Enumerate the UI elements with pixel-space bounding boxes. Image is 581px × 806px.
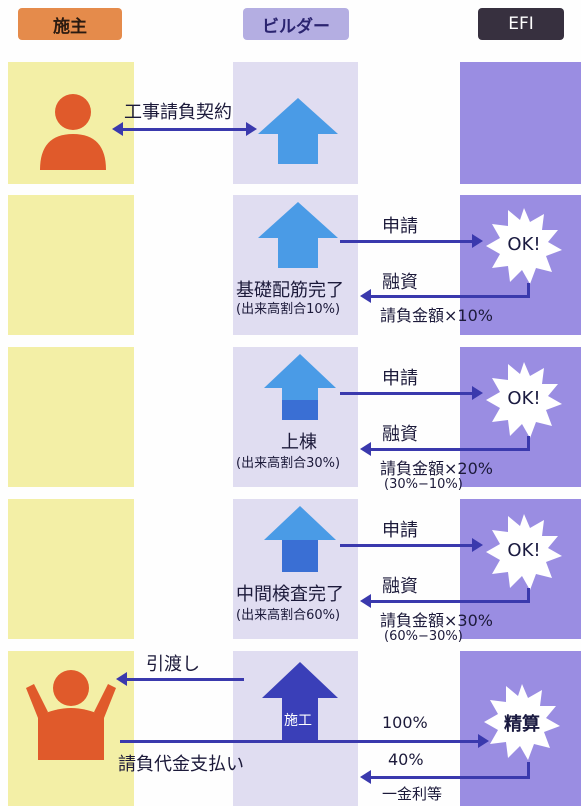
settlement-burst-icon xyxy=(484,684,560,760)
builder-up-arrow-2 xyxy=(258,202,338,268)
financing-arrow-head-3 xyxy=(360,594,371,608)
progress-label-3: (出来高割合60%) xyxy=(236,608,341,623)
ok-label-1: OK! xyxy=(507,234,541,255)
pct-40-label: 40% xyxy=(388,750,424,769)
financing-label-2: 融資 xyxy=(382,424,418,445)
diff-note-2: (30%−10%) xyxy=(384,477,463,492)
apply-arrow-line-3 xyxy=(340,544,474,547)
owner-header: 施主 xyxy=(18,8,122,40)
financing-arrow-line-2 xyxy=(370,448,530,451)
fees-label: 一金利等 xyxy=(382,785,443,803)
efi-lane-row1 xyxy=(460,62,581,184)
apply-arrow-line-1 xyxy=(340,240,474,243)
fees-arrow-head xyxy=(360,770,371,784)
apply-label-1: 申請 xyxy=(382,216,418,237)
apply-label-3: 申請 xyxy=(382,520,418,541)
owner-person-icon xyxy=(40,94,106,170)
handover-arrow-line xyxy=(126,678,244,681)
payment-label: 請負代金支払い xyxy=(118,754,244,775)
financing-arrow-head-2 xyxy=(360,442,371,456)
diff-note-3: (60%−30%) xyxy=(384,629,463,644)
fees-arrow-riser xyxy=(527,762,530,778)
owner-lane-row2 xyxy=(8,195,134,335)
financing-label-1: 融資 xyxy=(382,272,418,293)
contract-arrow-line xyxy=(120,128,248,131)
apply-arrow-line-2 xyxy=(340,392,474,395)
payment-arrow-line xyxy=(120,740,482,743)
contract-arrow-head-left xyxy=(112,122,123,136)
contract-label: 工事請負契約 xyxy=(124,102,232,123)
amount-label-3: 請負金額×30% xyxy=(380,611,493,630)
fees-arrow-line xyxy=(370,776,530,779)
financing-arrow-line-3 xyxy=(370,600,530,603)
apply-label-2: 申請 xyxy=(382,368,418,389)
financing-arrow-riser-3 xyxy=(527,588,530,602)
stage-label-2: 上棟 xyxy=(281,432,317,453)
progress-label-2: (出来高割合30%) xyxy=(236,456,341,471)
handover-label: 引渡し xyxy=(146,654,200,675)
ok-burst-icon-1 xyxy=(486,208,562,284)
owner-celebrating-icon xyxy=(26,670,116,760)
builder-up-arrow-1 xyxy=(258,98,338,164)
ok-burst-icon-3 xyxy=(486,514,562,590)
financing-arrow-riser-2 xyxy=(527,436,530,450)
financing-arrow-line-1 xyxy=(370,295,530,298)
owner-lane-row4 xyxy=(8,499,134,639)
financing-arrow-riser-1 xyxy=(527,283,530,297)
apply-arrow-head-3 xyxy=(472,538,483,552)
settlement-label: 精算 xyxy=(504,714,540,735)
ok-label-2: OK! xyxy=(507,388,541,409)
financing-label-3: 融資 xyxy=(382,576,418,597)
payment-arrow-head xyxy=(478,734,489,748)
construction-label: 施工 xyxy=(284,713,312,729)
builder-up-arrow-5 xyxy=(262,662,338,742)
ok-label-3: OK! xyxy=(507,540,541,561)
ok-burst-icon-2 xyxy=(486,362,562,438)
apply-arrow-head-2 xyxy=(472,386,483,400)
pct-100-label: 100% xyxy=(382,713,428,732)
amount-label-2: 請負金額×20% xyxy=(380,459,493,478)
builder-header: ビルダー xyxy=(243,8,349,40)
builder-up-arrow-3 xyxy=(264,354,336,420)
amount-label-1: 請負金額×10% xyxy=(380,306,493,325)
owner-lane-row3 xyxy=(8,347,134,487)
efi-header: EFI xyxy=(478,8,564,40)
financing-arrow-head-1 xyxy=(360,289,371,303)
stage-label-1: 基礎配筋完了 xyxy=(236,280,344,301)
apply-arrow-head-1 xyxy=(472,234,483,248)
stage-label-3: 中間検査完了 xyxy=(236,584,344,605)
handover-arrow-head xyxy=(116,672,127,686)
progress-label-1: (出来高割合10%) xyxy=(236,302,341,317)
contract-arrow-head-right xyxy=(246,122,257,136)
builder-up-arrow-4 xyxy=(264,506,336,572)
